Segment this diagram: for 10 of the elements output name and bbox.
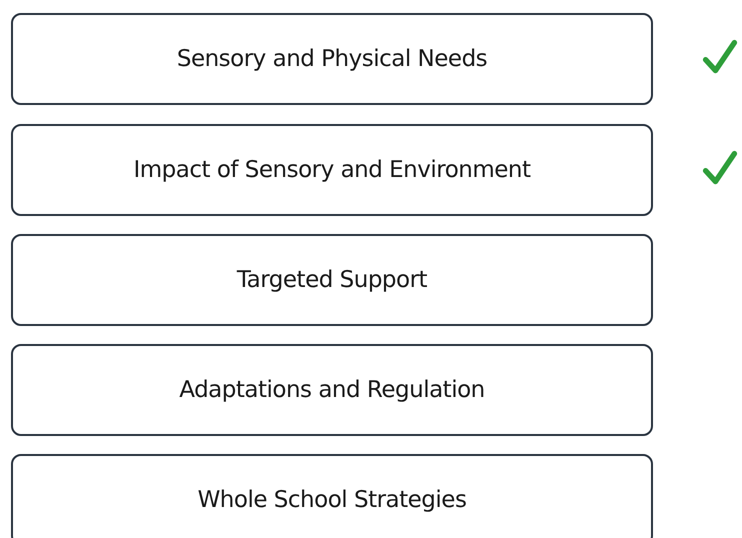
topic-label: Sensory and Physical Needs [176, 46, 488, 72]
topic-box [11, 344, 653, 436]
topic-box [11, 454, 653, 538]
topic-label: Whole School Strategies [198, 487, 466, 513]
topic-box [11, 13, 653, 105]
topic-box [11, 124, 653, 216]
topic-label: Impact of Sensory and Environment [133, 157, 531, 183]
topic-box [11, 234, 653, 326]
topic-label: Targeted Support [236, 267, 428, 293]
topic-label: Adaptations and Regulation [179, 377, 485, 403]
